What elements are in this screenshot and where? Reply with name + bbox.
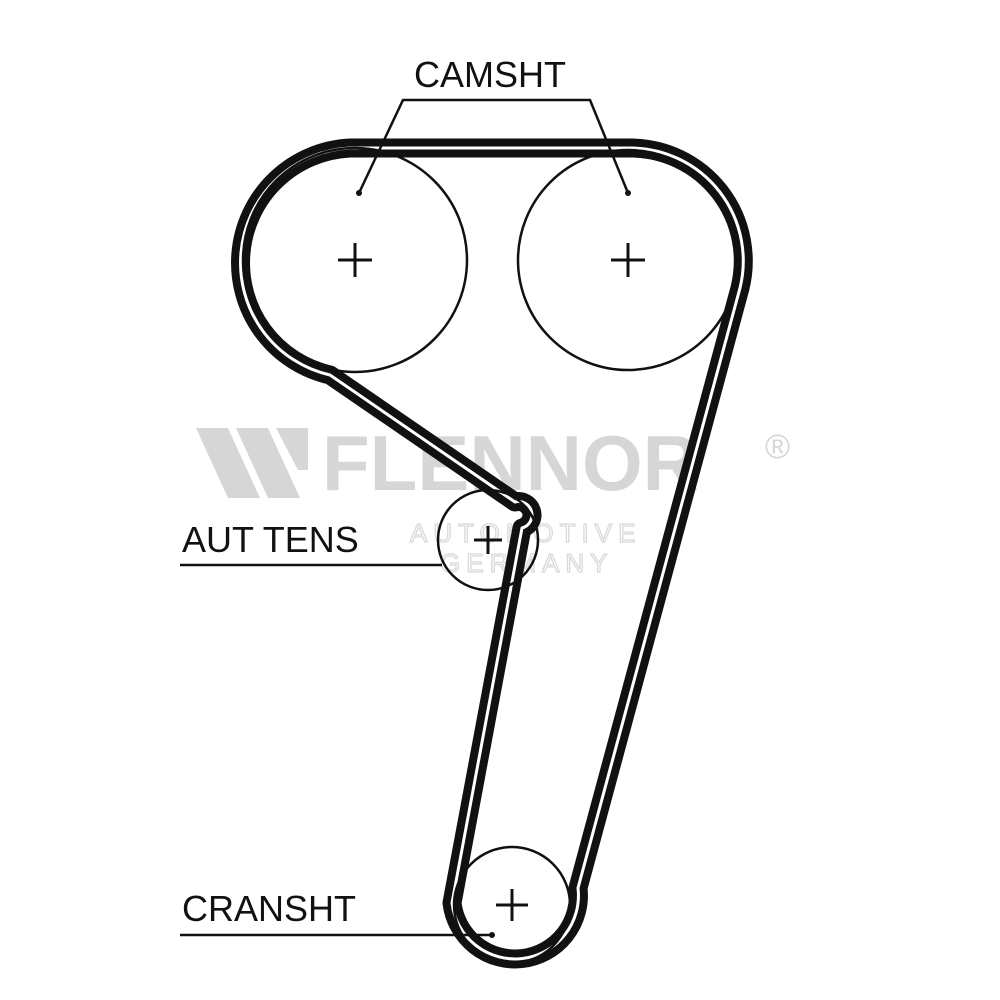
camshaft-label: CAMSHT — [414, 54, 566, 95]
crankshaft-pulley — [452, 845, 572, 965]
timing-belt-inner-edge — [239, 146, 745, 961]
camshaft-leader-lines — [357, 98, 630, 194]
crankshaft-label: CRANSHT — [182, 888, 356, 929]
watermark-registered-mark: ® — [765, 428, 790, 466]
tensioner-label: AUT TENS — [182, 519, 359, 560]
center-mark-icon — [338, 243, 372, 277]
tensioner-pulley — [436, 488, 540, 592]
center-mark-icon — [496, 889, 528, 921]
camshaft-pulley-left — [241, 146, 469, 374]
watermark-logo-mark — [196, 428, 308, 498]
camshaft-pulley-right — [516, 148, 740, 372]
center-mark-icon — [474, 526, 502, 554]
center-mark-icon — [611, 243, 645, 277]
